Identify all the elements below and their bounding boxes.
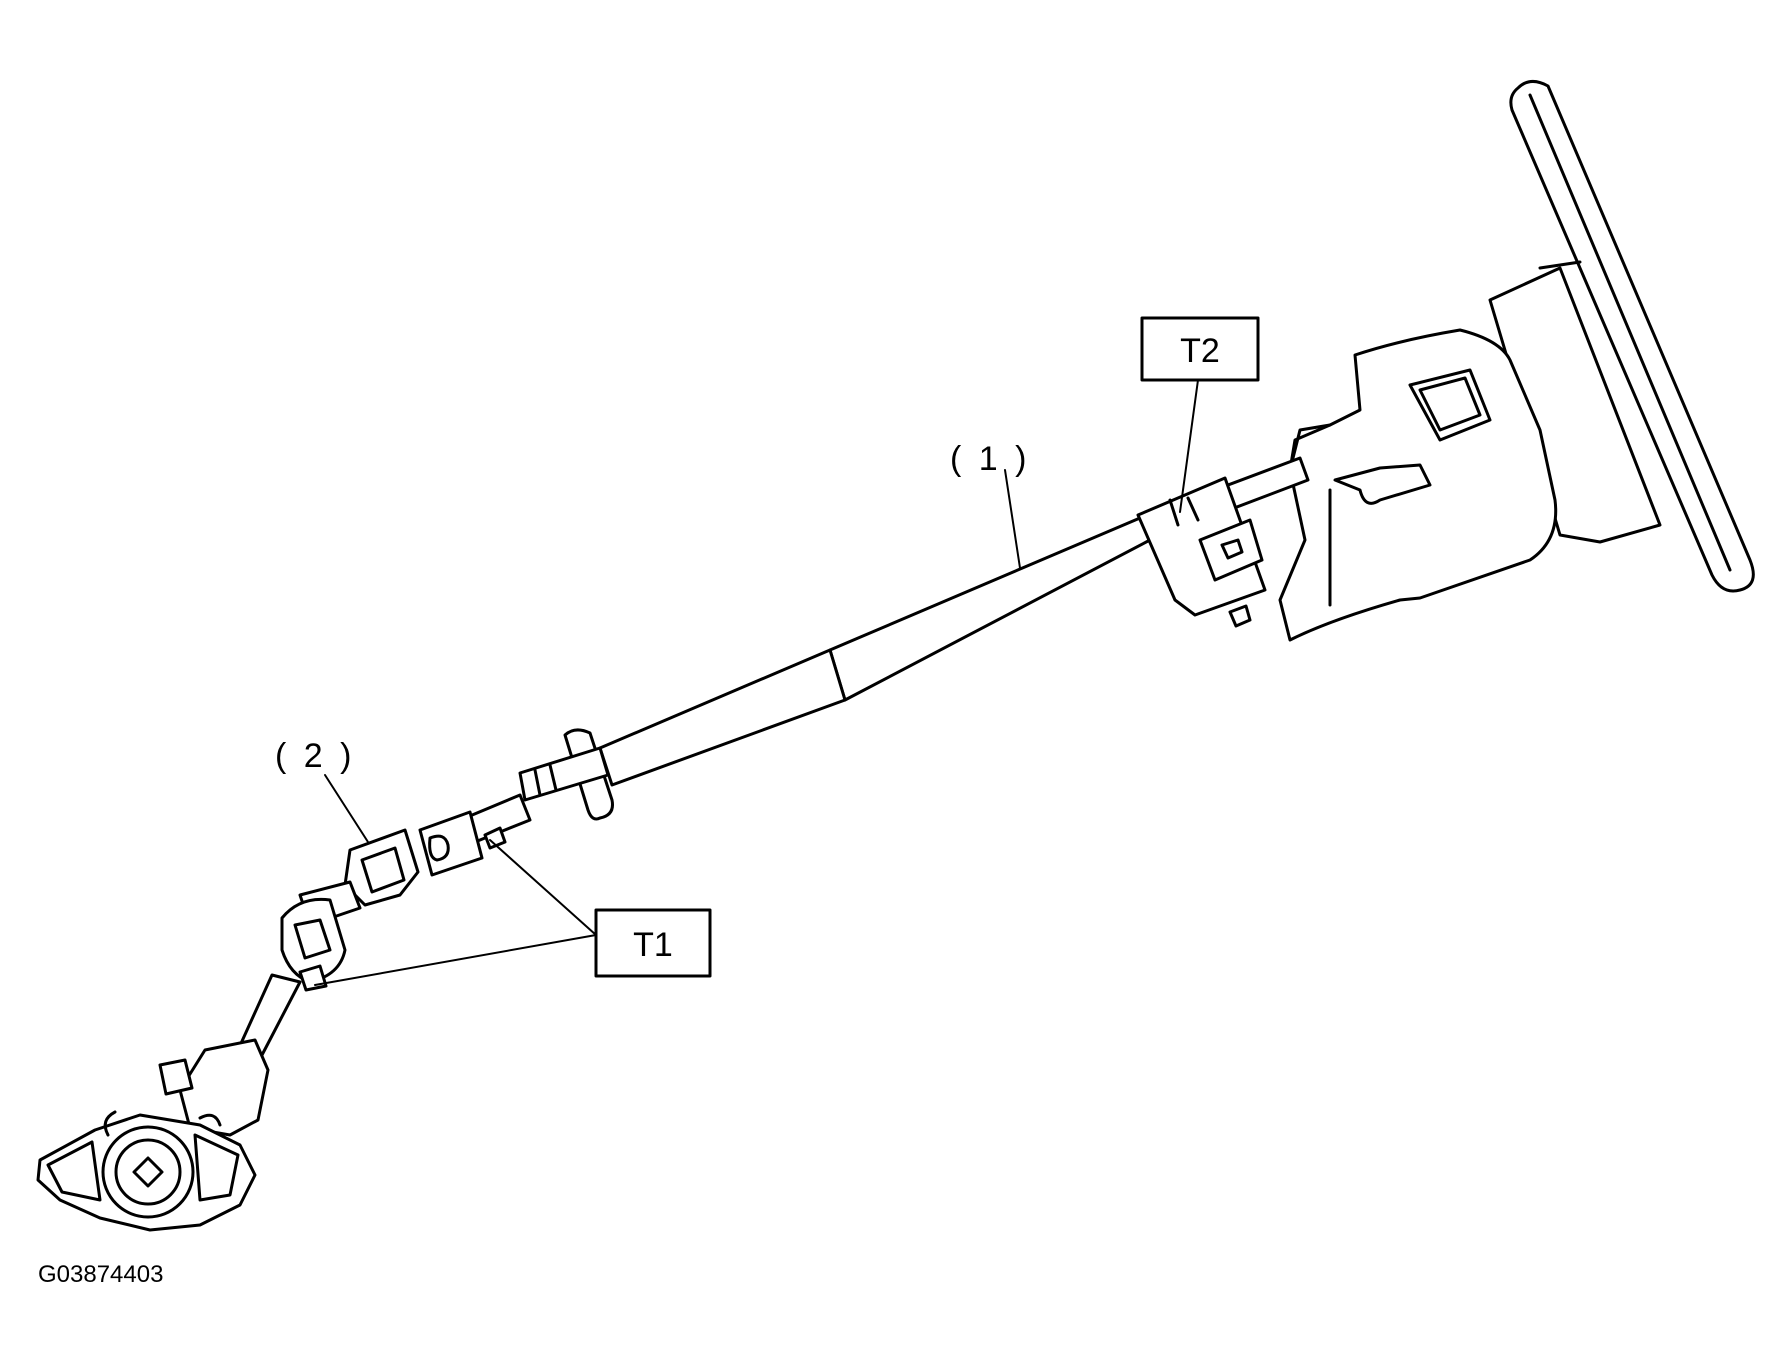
leader-torque-2 xyxy=(1179,379,1199,513)
torque-box-t2: T2 xyxy=(1140,316,1260,382)
leader-torque-1-upper xyxy=(489,839,597,936)
leader-torque-1-lower xyxy=(314,934,597,986)
steering-wheel xyxy=(1509,80,1755,593)
torque-box-t1: T1 xyxy=(594,908,712,978)
callout-part-2: ( 2 ) xyxy=(275,737,355,775)
figure-code: G03874403 xyxy=(38,1261,163,1288)
leader-lines xyxy=(314,379,1199,986)
torque-label-t2: T2 xyxy=(1180,332,1220,370)
callout-part-1: ( 1 ) xyxy=(950,440,1030,478)
leader-part-1 xyxy=(1004,469,1021,569)
upper-clamp xyxy=(1136,476,1267,628)
lower-shaft-and-gear xyxy=(36,973,302,1232)
column-housing xyxy=(1278,260,1662,642)
intermediate-shaft xyxy=(280,793,532,992)
leader-part-2 xyxy=(324,774,369,843)
torque-label-t1: T1 xyxy=(633,926,673,964)
